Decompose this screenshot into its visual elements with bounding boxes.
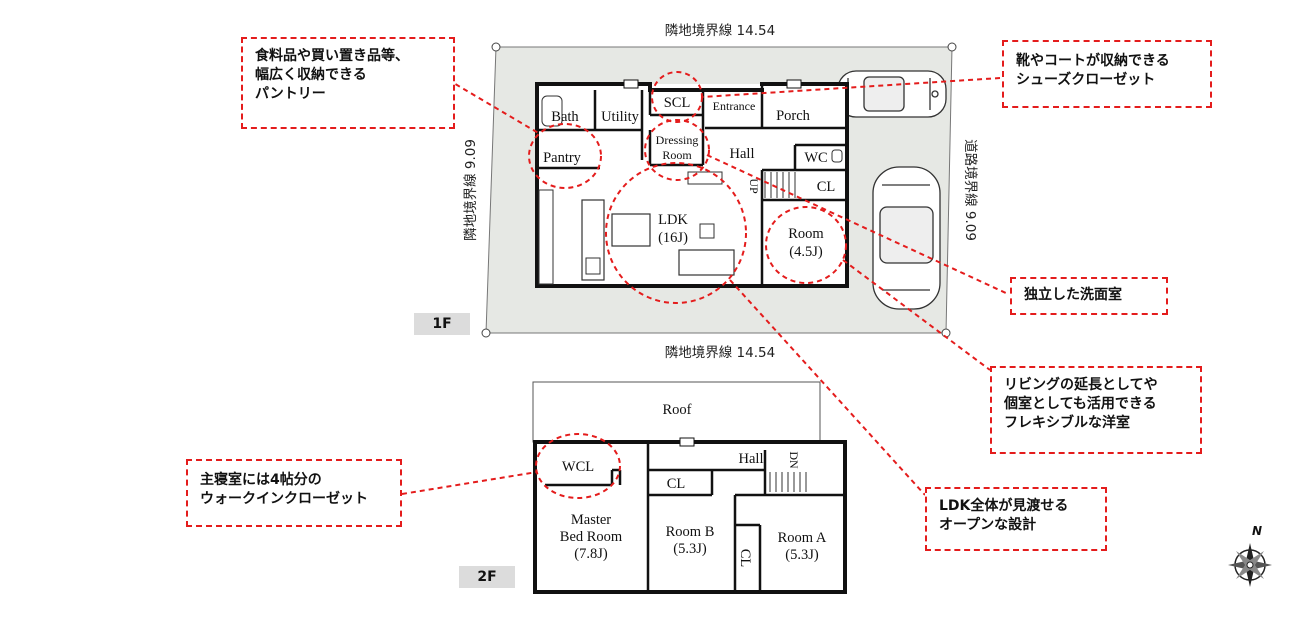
callout-ldk: LDK全体が見渡せる オープンな設計 xyxy=(925,487,1107,551)
highlight-markers xyxy=(401,71,1009,499)
room-a-label: Room A xyxy=(778,530,827,546)
callout-flex-line-3: フレキシブルな洋室 xyxy=(1004,415,1130,431)
room-flex-size: (4.5J) xyxy=(789,244,823,260)
room-master-label-2: Bed Room xyxy=(560,529,623,545)
boundary-left-label: 隣地境界線 9.09 xyxy=(463,139,479,241)
room-master-label-1: Master xyxy=(571,512,611,528)
car-side-icon xyxy=(872,166,941,310)
roof-label: Roof xyxy=(663,402,692,418)
site-corner-markers xyxy=(481,42,957,338)
room-hall-label: Hall xyxy=(730,146,755,162)
callout-pantry: 食料品や買い置き品等、 幅広く収納できる パントリー xyxy=(241,37,455,129)
callout-pantry-line-3: パントリー xyxy=(255,86,326,102)
room-a-size: (5.3J) xyxy=(785,547,819,563)
room-porch-label: Porch xyxy=(776,108,811,124)
room-ldk-label: LDK xyxy=(658,212,688,228)
callout-washroom: 独立した洗面室 xyxy=(1010,277,1168,315)
callout-shoes-line-1: 靴やコートが収納できる xyxy=(1016,53,1170,69)
pantry-highlight-circle xyxy=(528,123,602,189)
room-entrance-label: Entrance xyxy=(713,99,756,113)
callout-ldk-line-1: LDK全体が見渡せる xyxy=(939,498,1069,514)
flex-room-leader xyxy=(842,259,991,371)
compass-north-label: N xyxy=(1252,524,1262,538)
callout-ldk-line-2: オープンな設計 xyxy=(939,517,1037,533)
ldk-highlight-circle xyxy=(605,162,747,304)
stairs-down-label: DN xyxy=(787,451,801,469)
callout-pantry-line-2: 幅広く収納できる xyxy=(255,67,367,83)
wcl-highlight-circle xyxy=(535,433,621,499)
second-floor-plan: Roof WCL Hall DN CL Master Bed Room (7.8… xyxy=(532,381,847,594)
room-cl-b-label: CL xyxy=(667,476,686,492)
room-highlight-circle xyxy=(765,206,847,284)
master-leader xyxy=(401,471,538,495)
shoes-leader xyxy=(701,77,1001,98)
room-hall-2f-label: Hall xyxy=(739,451,764,467)
boundary-right-label: 道路境界線 9.09 xyxy=(962,139,978,241)
ldk-leader xyxy=(729,279,926,496)
stairs-up-label: UP xyxy=(747,178,761,194)
room-b-label: Room B xyxy=(666,524,715,540)
callout-washroom-line-1: 独立した洗面室 xyxy=(1024,287,1122,303)
washroom-leader xyxy=(706,154,1009,295)
dressing-highlight-circle xyxy=(644,119,710,181)
room-pantry-label: Pantry xyxy=(543,150,582,166)
room-master-size: (7.8J) xyxy=(574,546,608,562)
callout-flex-line-1: リビングの延長としてや xyxy=(1004,377,1158,393)
pantry-leader xyxy=(439,74,541,135)
room-wc-label: WC xyxy=(804,150,827,166)
callout-shoes-line-2: シューズクローゼット xyxy=(1016,72,1156,88)
room-dressing-label-1: Dressing xyxy=(656,133,699,147)
room-b-size: (5.3J) xyxy=(673,541,707,557)
room-ldk-size: (16J) xyxy=(658,230,688,246)
room-dressing-label-2: Room xyxy=(662,148,692,162)
room-scl-label: SCL xyxy=(664,95,691,111)
car-top-icon xyxy=(837,70,947,118)
room-cl-label: CL xyxy=(817,179,836,195)
room-flex-label: Room xyxy=(788,226,824,242)
room-utility-label: Utility xyxy=(601,109,640,125)
callout-flex-line-2: 個室としても活用できる xyxy=(1004,396,1157,412)
boundary-bottom-label: 隣地境界線 14.54 xyxy=(665,345,775,361)
callout-master-wcl: 主寝室には4帖分の ウォークインクローゼット xyxy=(186,459,402,527)
floor-badge-2f: 2F xyxy=(459,566,515,588)
callout-flex-room: リビングの延長としてや 個室としても活用できる フレキシブルな洋室 xyxy=(990,366,1202,454)
floor-badge-1f: 1F xyxy=(414,313,470,335)
room-wcl-label: WCL xyxy=(562,459,594,475)
room-bath-label: Bath xyxy=(551,109,579,125)
first-floor-plan: Bath Utility SCL Entrance Porch Pantry D… xyxy=(535,79,849,288)
callout-master-line-1: 主寝室には4帖分の xyxy=(200,472,322,488)
callout-shoes-closet: 靴やコートが収納できる シューズクローゼット xyxy=(1002,40,1212,108)
compass-icon xyxy=(1228,543,1272,587)
room-cl-a-label: CL xyxy=(737,549,753,568)
callout-pantry-line-1: 食料品や買い置き品等、 xyxy=(255,48,409,64)
boundary-top-label: 隣地境界線 14.54 xyxy=(665,23,775,39)
callout-master-line-2: ウォークインクローゼット xyxy=(200,491,368,507)
